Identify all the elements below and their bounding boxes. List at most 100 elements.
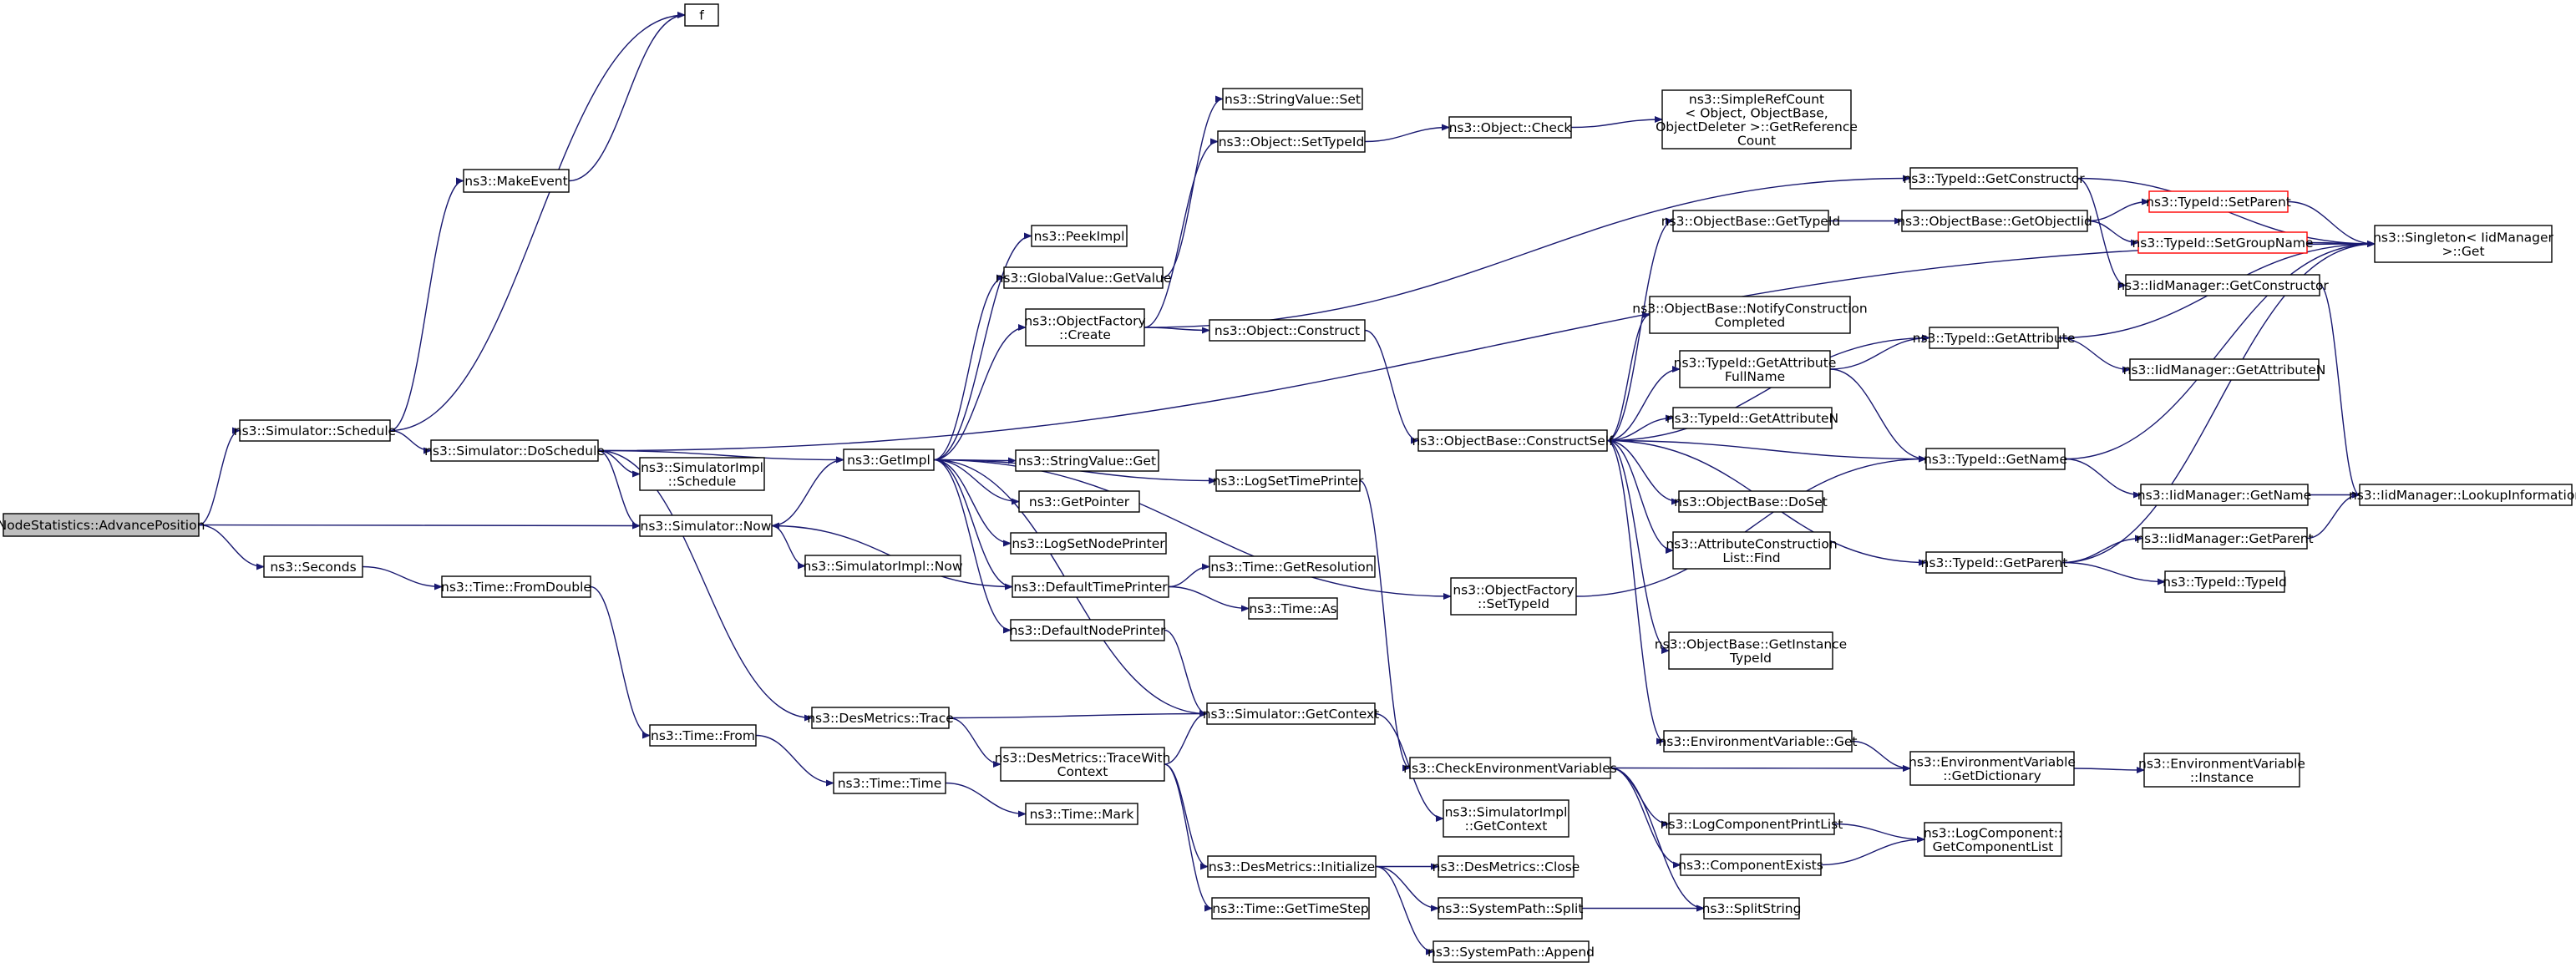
node-time-get-time-step[interactable]: ns3::Time::GetTimeStep xyxy=(1211,897,1370,920)
node-string-value-set[interactable]: ns3::StringValue::Set xyxy=(1222,88,1363,110)
node-simulator-now[interactable]: ns3::Simulator::Now xyxy=(639,514,773,537)
node-default-time-printer[interactable]: ns3::DefaultTimePrinter xyxy=(1012,575,1169,598)
node-split-string[interactable]: ns3::SplitString xyxy=(1702,897,1802,920)
node-string-value-get[interactable]: ns3::StringValue::Get xyxy=(1015,449,1159,472)
edge-object-construct-to-object-base-construct-self xyxy=(1364,329,1419,444)
node-type-id-get-constructor[interactable]: ns3::TypeId::GetConstructor xyxy=(1903,167,2085,190)
edge-iid-manager-get-constructor-to-iid-manager-lookup-information xyxy=(2319,284,2360,499)
node-environment-variable-instance[interactable]: ns3::EnvironmentVariable::Instance xyxy=(2138,753,2305,788)
node-des-metrics-close[interactable]: ns3::DesMetrics::Close xyxy=(1433,855,1580,878)
node-box xyxy=(1663,730,1853,753)
node-object-base-notify-construction-completed[interactable]: ns3::ObjectBase::NotifyConstructionCompl… xyxy=(1632,296,1868,334)
edge-default-node-printer-to-simulator-get-context xyxy=(1164,629,1208,717)
node-iid-manager-lookup-information[interactable]: ns3::IidManager::LookupInformation xyxy=(2349,484,2576,506)
node-check-environment-variables[interactable]: ns3::CheckEnvironmentVariables xyxy=(1403,757,1617,779)
node-time-from-double[interactable]: ns3::Time::FromDouble xyxy=(441,575,591,598)
node-box xyxy=(1672,531,1831,570)
edge-default-time-printer-to-time-get-resolution xyxy=(1168,563,1210,588)
node-object-base-get-type-id[interactable]: ns3::ObjectBase::GetTypeId xyxy=(1661,210,1841,232)
node-simulator-do-schedule[interactable]: ns3::Simulator::DoSchedule xyxy=(424,439,605,462)
node-object-base-construct-self[interactable]: ns3::ObjectBase::ConstructSelf xyxy=(1412,429,1614,452)
node-time-mark[interactable]: ns3::Time::Mark xyxy=(1025,803,1138,825)
node-simulator-impl-schedule[interactable]: ns3::SimulatorImpl::Schedule xyxy=(639,457,765,491)
edge-get-impl-to-get-pointer xyxy=(933,459,1020,505)
node-box xyxy=(2140,484,2309,506)
node-box xyxy=(684,3,719,27)
node-time-time[interactable]: ns3::Time::Time xyxy=(833,772,946,794)
node-environment-variable-get[interactable]: ns3::EnvironmentVariable::Get xyxy=(1658,730,1858,753)
node-iid-manager-get-name[interactable]: ns3::IidManager::GetName xyxy=(2137,484,2311,506)
node-iid-manager-get-parent[interactable]: ns3::IidManager::GetParent xyxy=(2136,527,2314,550)
node-label: ns3::AttributeConstruction xyxy=(1666,536,1837,551)
node-environment-variable-get-dictionary[interactable]: ns3::EnvironmentVariable::GetDictionary xyxy=(1909,751,2076,786)
node-type-id-set-parent[interactable]: ns3::TypeId::SetParent xyxy=(2146,190,2291,213)
node-object-set-type-id[interactable]: ns3::Object::SetTypeId xyxy=(1217,130,1366,153)
node-type-id-get-attribute-n[interactable]: ns3::TypeId::GetAttributeN xyxy=(1666,407,1838,429)
node-simple-ref-count[interactable]: ns3::SimpleRefCount< Object, ObjectBase,… xyxy=(1656,89,1858,150)
node-box xyxy=(1248,597,1338,620)
node-label: ns3::IidManager::GetConstructor xyxy=(2117,278,2329,293)
node-time-from[interactable]: ns3::Time::From xyxy=(649,724,757,747)
node-iid-manager-get-constructor[interactable]: ns3::IidManager::GetConstructor xyxy=(2117,274,2329,296)
node-global-value-get-value[interactable]: ns3::GlobalValue::GetValue xyxy=(996,266,1172,289)
node-des-metrics-initialize[interactable]: ns3::DesMetrics::Initialize xyxy=(1207,855,1377,878)
edge-layer xyxy=(198,12,2376,955)
edge-des-metrics-trace-to-simulator-get-context xyxy=(948,710,1208,719)
node-component-exists[interactable]: ns3::ComponentExists xyxy=(1678,854,1823,876)
node-node-statistics-advance-position[interactable]: NodeStatistics::AdvancePosition xyxy=(0,513,205,537)
node-label: ns3::Time::Time xyxy=(838,776,942,791)
node-object-base-get-object-iid[interactable]: ns3::ObjectBase::GetObjectIid xyxy=(1897,210,2092,232)
node-simulator-get-context[interactable]: ns3::Simulator::GetContext xyxy=(1203,702,1380,725)
node-type-id-get-attribute[interactable]: ns3::TypeId::GetAttribute xyxy=(1913,327,2076,349)
node-type-id-get-parent[interactable]: ns3::TypeId::GetParent xyxy=(1921,551,2068,574)
node-box xyxy=(1031,225,1128,247)
node-get-pointer[interactable]: ns3::GetPointer xyxy=(1018,490,1140,513)
node-simulator-impl-now[interactable]: ns3::SimulatorImpl::Now xyxy=(803,555,963,577)
node-log-component-print-list[interactable]: ns3::LogComponentPrintList xyxy=(1661,813,1843,835)
node-system-path-split[interactable]: ns3::SystemPath::Split xyxy=(1438,897,1584,920)
node-box xyxy=(804,555,961,577)
node-singleton-iid-manager-get[interactable]: ns3::Singleton< IidManager>::Get xyxy=(2373,225,2554,263)
node-default-node-printer[interactable]: ns3::DefaultNodePrinter xyxy=(1010,619,1166,641)
node-type-id-type-id[interactable]: ns3::TypeId::TypeId xyxy=(2163,570,2287,593)
node-object-factory-create[interactable]: ns3::ObjectFactory::Create xyxy=(1024,308,1146,347)
node-time-as[interactable]: ns3::Time::As xyxy=(1248,597,1338,620)
node-type-id-get-name[interactable]: ns3::TypeId::GetName xyxy=(1924,448,2067,470)
node-box xyxy=(1924,822,2062,857)
node-label: ::Schedule xyxy=(668,474,737,489)
node-label: ns3::TypeId::GetAttribute xyxy=(1913,331,2076,346)
node-des-metrics-trace[interactable]: ns3::DesMetrics::Trace xyxy=(807,707,954,729)
node-object-base-do-set[interactable]: ns3::ObjectBase::DoSet xyxy=(1674,490,1828,513)
node-make-event[interactable]: ns3::MakeEvent xyxy=(463,169,570,193)
edge-type-id-set-parent-to-singleton-iid-manager-get xyxy=(2287,200,2376,247)
node-log-component-get-component-list[interactable]: ns3::LogComponent::GetComponentList xyxy=(1924,822,2062,857)
node-object-construct[interactable]: ns3::Object::Construct xyxy=(1209,319,1366,342)
node-box xyxy=(811,707,950,729)
node-f[interactable]: f xyxy=(684,3,719,27)
node-label: ns3::SystemPath::Append xyxy=(1427,945,1595,960)
node-get-impl[interactable]: ns3::GetImpl xyxy=(843,449,935,471)
node-label: ::Instance xyxy=(2190,770,2254,785)
node-label: ns3::CheckEnvironmentVariables xyxy=(1403,761,1617,776)
node-object-factory-set-type-id[interactable]: ns3::ObjectFactory::SetTypeId xyxy=(1450,577,1577,616)
node-seconds[interactable]: ns3::Seconds xyxy=(263,555,363,578)
node-box xyxy=(1209,555,1376,578)
node-simulator-impl-get-context[interactable]: ns3::SimulatorImpl::GetContext xyxy=(1443,799,1569,838)
node-object-check[interactable]: ns3::Object::Check xyxy=(1448,116,1572,139)
node-system-path-append[interactable]: ns3::SystemPath::Append xyxy=(1427,940,1595,963)
node-box xyxy=(1409,757,1611,779)
node-log-set-node-printer[interactable]: ns3::LogSetNodePrinter xyxy=(1010,532,1167,555)
node-type-id-set-group-name[interactable]: ns3::TypeId::SetGroupName xyxy=(2132,231,2314,254)
node-simulator-schedule[interactable]: ns3::Simulator::Schedule xyxy=(234,419,396,442)
node-peek-impl[interactable]: ns3::PeekImpl xyxy=(1031,225,1128,247)
node-iid-manager-get-attribute-n[interactable]: ns3::IidManager::GetAttributeN xyxy=(2123,358,2326,381)
node-box xyxy=(1450,577,1577,616)
node-log-set-time-printer[interactable]: ns3::LogSetTimePrinter xyxy=(1213,469,1364,492)
edge-des-metrics-trace-with-context-to-time-get-time-step xyxy=(1164,763,1213,912)
node-time-get-resolution[interactable]: ns3::Time::GetResolution xyxy=(1209,555,1376,578)
edge-simulator-do-schedule-to-get-impl xyxy=(597,449,844,464)
